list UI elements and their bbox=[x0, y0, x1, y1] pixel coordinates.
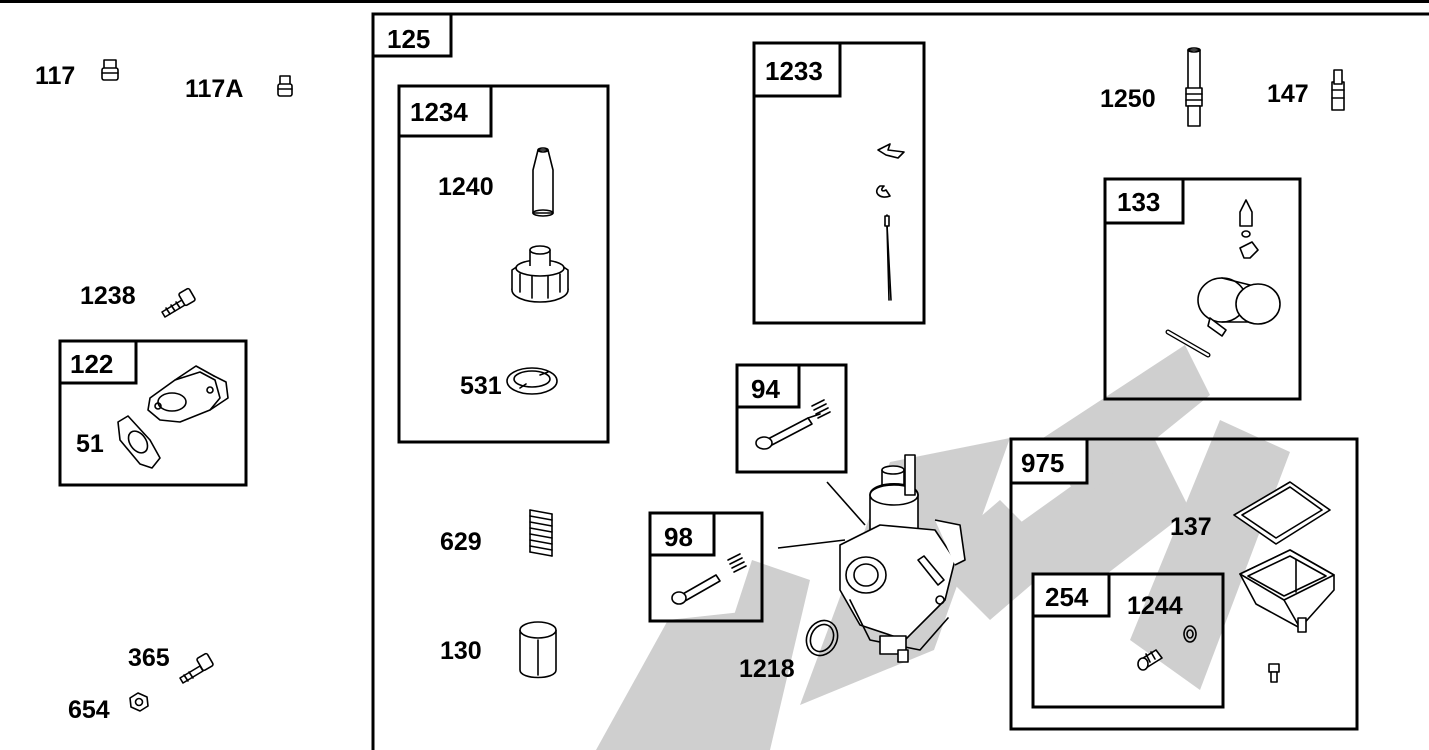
part-51-label: 51 bbox=[76, 430, 104, 458]
drain-screw-drawing bbox=[1268, 663, 1280, 683]
group-1233-label: 1233 bbox=[765, 56, 823, 86]
intake-flange-drawing bbox=[147, 365, 229, 423]
part-1240-label: 1240 bbox=[438, 173, 494, 201]
tube-1240-drawing bbox=[532, 147, 554, 217]
jet-147-drawing bbox=[1331, 69, 1345, 111]
group-122-box: 122 bbox=[58, 339, 248, 487]
jet-117-drawing bbox=[101, 59, 119, 81]
group-1233-box: 1233 bbox=[752, 41, 926, 325]
jet-1244-drawing bbox=[1137, 649, 1163, 671]
group-254-label: 254 bbox=[1045, 582, 1089, 612]
screw-94-drawing bbox=[755, 399, 831, 450]
oring-1218-drawing bbox=[805, 619, 839, 657]
part-147-label: 147 bbox=[1267, 80, 1309, 108]
screw-98-drawing bbox=[671, 553, 747, 605]
jet-117a-drawing bbox=[277, 75, 293, 97]
group-98-box: 98 bbox=[648, 511, 764, 623]
float-kit-133-drawing bbox=[1165, 199, 1281, 358]
part-1218-label: 1218 bbox=[739, 655, 795, 683]
spring-629-drawing bbox=[529, 509, 553, 557]
group-98-label: 98 bbox=[664, 522, 693, 552]
group-122-label: 122 bbox=[70, 349, 113, 379]
screw-1238-drawing bbox=[161, 287, 196, 318]
draft-watermark bbox=[596, 345, 1290, 750]
tube-1250-drawing bbox=[1185, 47, 1203, 127]
part-1244-label: 1244 bbox=[1127, 592, 1183, 620]
part-117a-label: 117A bbox=[185, 75, 243, 103]
carburetor-drawing bbox=[839, 454, 966, 663]
group-125-box: 125 bbox=[371, 12, 1429, 750]
group-133-box: 133 bbox=[1103, 177, 1302, 401]
screw-365-drawing bbox=[179, 652, 214, 684]
group-254-box: 254 bbox=[1031, 572, 1225, 709]
group-133-label: 133 bbox=[1117, 187, 1160, 217]
leader-94 bbox=[826, 481, 866, 526]
part-117-label: 117 bbox=[35, 62, 75, 90]
group-94-label: 94 bbox=[751, 374, 780, 404]
part-130-label: 130 bbox=[440, 637, 482, 665]
group-975-label: 975 bbox=[1021, 448, 1064, 478]
ring-531-drawing bbox=[506, 367, 558, 395]
leader-98 bbox=[777, 539, 846, 549]
part-137-label: 137 bbox=[1170, 513, 1212, 541]
group-1234-label: 1234 bbox=[410, 97, 468, 127]
part-1238-label: 1238 bbox=[80, 282, 136, 310]
part-531-label: 531 bbox=[460, 372, 502, 400]
washer-1244-drawing bbox=[1183, 625, 1197, 643]
group-1234-box: 1234 bbox=[397, 84, 610, 444]
group-975-box: 975 bbox=[1009, 437, 1359, 731]
group-94-box: 94 bbox=[735, 363, 848, 474]
float-bowl-drawing bbox=[1239, 549, 1335, 633]
valve-130-drawing bbox=[519, 621, 557, 679]
gasket-137-drawing bbox=[1233, 481, 1331, 545]
gasket-51-drawing bbox=[117, 415, 161, 469]
needle-kit-1233-drawing bbox=[875, 143, 905, 301]
part-1250-label: 1250 bbox=[1100, 85, 1156, 113]
nut-654-drawing bbox=[129, 692, 149, 712]
slide-cap-drawing bbox=[511, 245, 569, 303]
part-629-label: 629 bbox=[440, 528, 482, 556]
group-125-label: 125 bbox=[387, 24, 430, 54]
part-654-label: 654 bbox=[68, 696, 110, 724]
part-365-label: 365 bbox=[128, 644, 170, 672]
